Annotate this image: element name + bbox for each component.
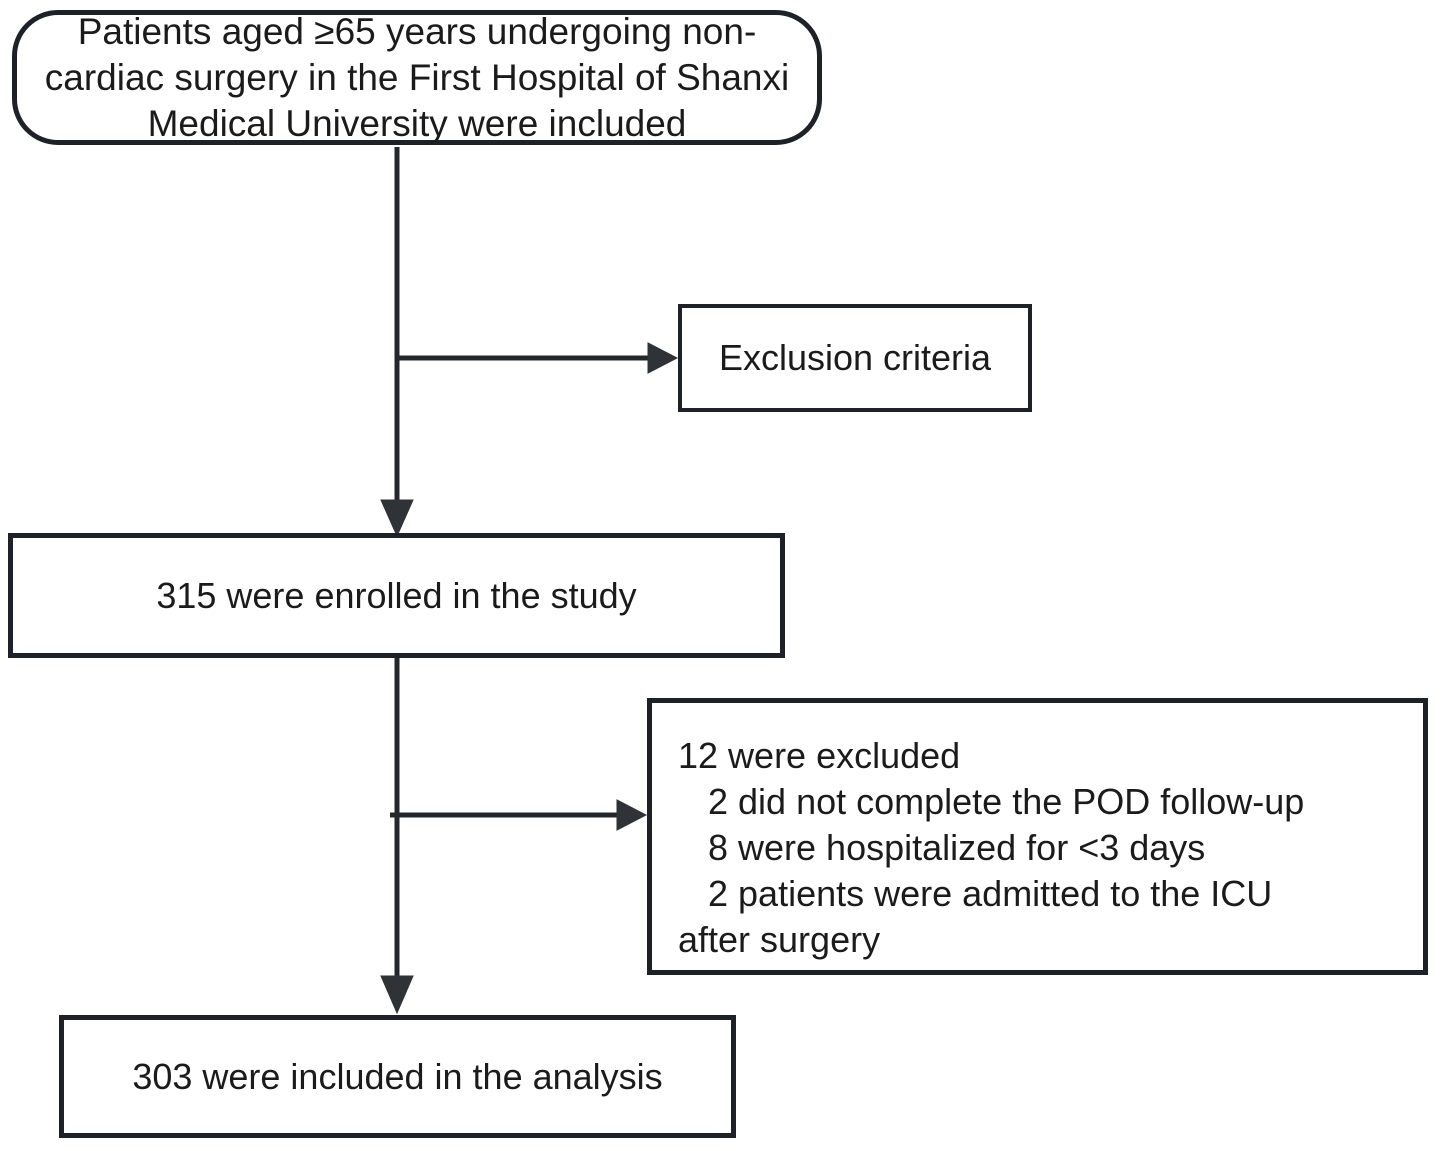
- arrowhead-down-analysis: [380, 975, 414, 1015]
- analysis-box-text: 303 were included in the analysis: [132, 1055, 663, 1097]
- excluded-line-item: 8 were hospitalized for <3 days: [708, 827, 1206, 868]
- population-box-text: Patients aged ≥65 years undergoing non-c…: [44, 10, 790, 144]
- enrolled-box-text: 315 were enrolled in the study: [156, 574, 637, 616]
- excluded-line-title: 12 were excluded: [678, 735, 961, 776]
- excluded-line-item: 2 did not complete the POD follow-up: [708, 781, 1305, 822]
- analysis-box: 303 were included in the analysis: [59, 1015, 736, 1138]
- arrowhead-right-exclusion: [647, 342, 679, 374]
- arrowhead-down-enrolled: [380, 499, 414, 538]
- exclusion-criteria-text: Exclusion criteria: [718, 337, 992, 378]
- excluded-line-item: 2 patients were admitted to the ICU: [708, 873, 1273, 914]
- excluded-line-continuation: after surgery: [678, 919, 881, 960]
- enrolled-box: 315 were enrolled in the study: [8, 533, 785, 658]
- excluded-box: 12 were excluded 2 did not complete the …: [647, 698, 1428, 975]
- arrowhead-right-excluded: [616, 799, 648, 831]
- exclusion-criteria-box: Exclusion criteria: [678, 304, 1032, 412]
- population-box: Patients aged ≥65 years undergoing non-c…: [12, 10, 822, 145]
